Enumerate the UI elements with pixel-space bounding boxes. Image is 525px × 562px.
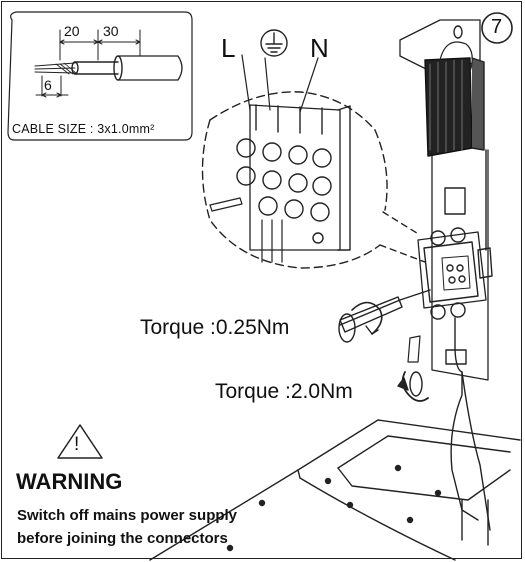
cable-size-label: CABLE SIZE : 3x1.0mm² bbox=[12, 122, 155, 136]
step-number: 7 bbox=[491, 16, 503, 38]
terminal-label-neutral: N bbox=[310, 33, 329, 63]
base-housing bbox=[149, 419, 521, 561]
warning-text-line-1: Switch off mains power supply bbox=[17, 507, 238, 524]
torque-label-screwdriver: Torque :0.25Nm bbox=[140, 316, 290, 339]
ground-symbol-icon bbox=[260, 29, 288, 57]
screwdriver-tool bbox=[338, 289, 431, 343]
torque-label-wrench: Torque :2.0Nm bbox=[215, 380, 353, 403]
step-badge bbox=[481, 12, 513, 44]
terminal-label-live: L bbox=[221, 33, 236, 63]
terminal-zoom-circle bbox=[201, 29, 426, 269]
strip-dimension-6: 6 bbox=[44, 77, 52, 93]
strip-dimension-30: 30 bbox=[103, 23, 119, 39]
warning-title: WARNING bbox=[16, 469, 123, 494]
warning-exclamation: ! bbox=[74, 434, 80, 455]
strip-dimension-20: 20 bbox=[64, 23, 80, 39]
pole-assembly bbox=[399, 19, 493, 531]
warning-text-line-2: before joining the connectors bbox=[17, 530, 228, 547]
warning-triangle-icon bbox=[57, 424, 103, 459]
wrench-tool bbox=[397, 335, 429, 402]
cable-detail-box bbox=[7, 11, 193, 141]
